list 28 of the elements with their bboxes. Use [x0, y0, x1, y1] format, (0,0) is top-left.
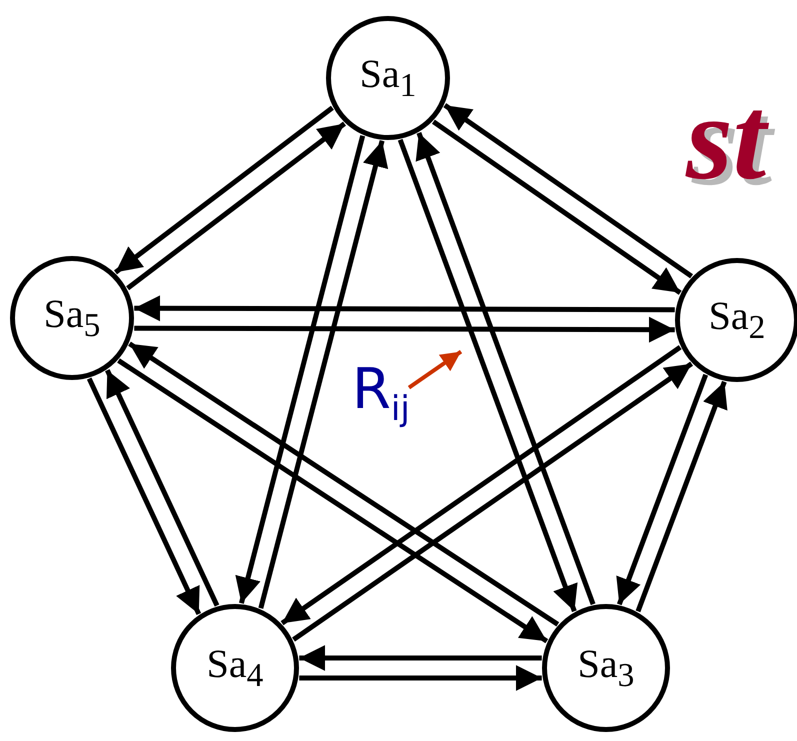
- arrow: [432, 120, 682, 295]
- arrow: [114, 106, 334, 274]
- title-fragment: st: [686, 78, 766, 198]
- arrow: [398, 138, 578, 612]
- arrow: [126, 122, 346, 290]
- arrow: [117, 358, 548, 644]
- arrow: [258, 140, 388, 609]
- arrow: [128, 342, 560, 626]
- arrow: [299, 645, 542, 671]
- arrow: [235, 135, 366, 604]
- state-label: Sa$_{3}$: [578, 644, 634, 692]
- arrow: [636, 380, 728, 612]
- arrow: [105, 369, 220, 607]
- state-label: Sa$_{2}$: [708, 296, 766, 344]
- state-label: Sa$_{1}$: [360, 54, 416, 102]
- arrow: [416, 132, 596, 606]
- arrow: [280, 345, 682, 626]
- symbol-label: R$_{ij}$: [352, 362, 410, 426]
- state-label: Sa$_{5}$: [44, 294, 100, 342]
- arrow: [299, 665, 542, 691]
- arrow: [134, 295, 675, 322]
- arrow: [443, 103, 694, 278]
- arrow: [616, 374, 708, 606]
- leader-line: [408, 350, 462, 390]
- arrow: [292, 362, 694, 642]
- arrow: [86, 378, 202, 616]
- state-label: Sa$_{4}$: [206, 644, 264, 692]
- arrow: [134, 316, 675, 343]
